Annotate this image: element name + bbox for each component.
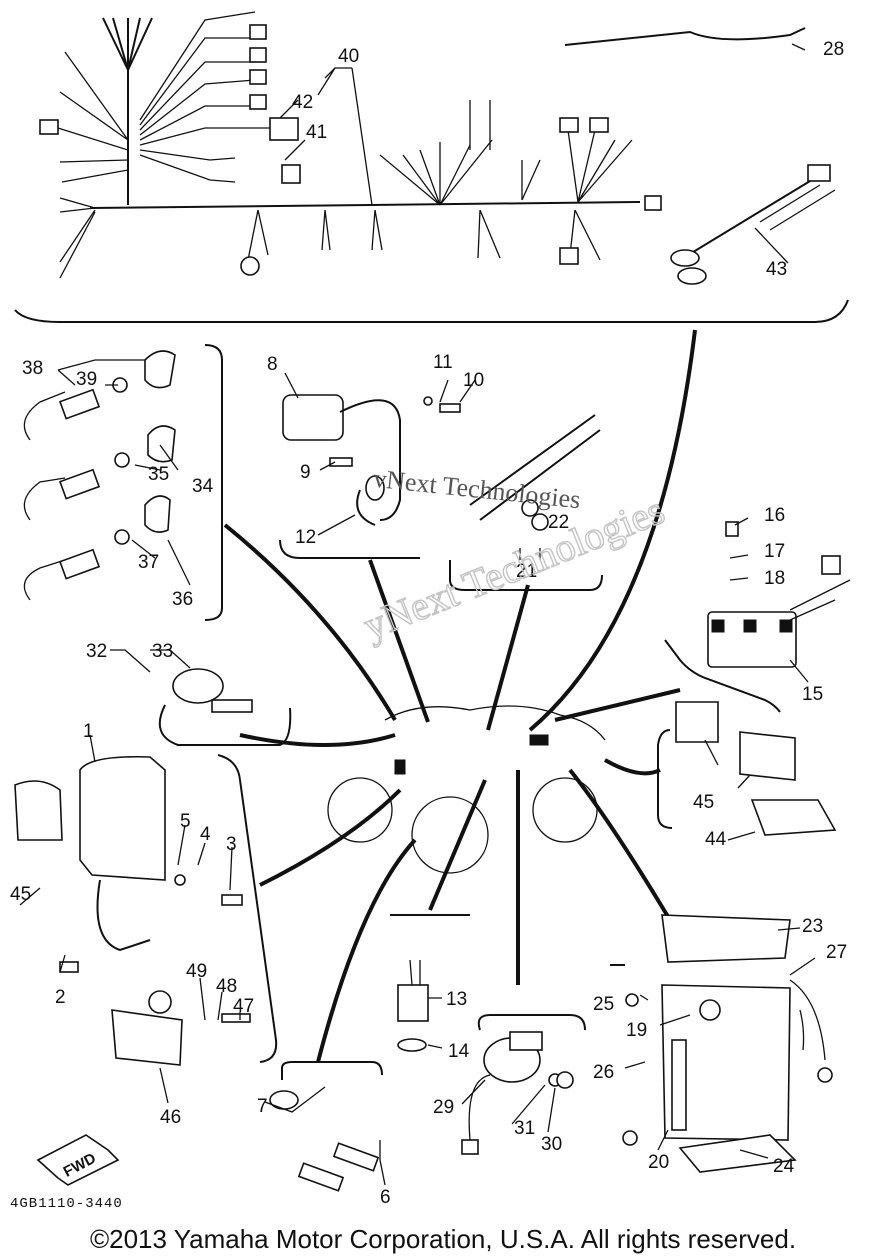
- callout-26: 26: [593, 1062, 614, 1083]
- rectifier-group: [664, 521, 851, 713]
- copyright-notice: ©2013 Yamaha Motor Corporation, U.S.A. A…: [89, 1224, 797, 1254]
- callout-38: 38: [22, 358, 43, 379]
- callout-23: 23: [802, 916, 823, 937]
- harness-panel-border: [14, 299, 849, 323]
- watermark-line-2: vNext Technologies: [372, 464, 582, 515]
- callout-28: 28: [823, 39, 844, 60]
- callout-47: 47: [233, 996, 254, 1017]
- callout-20: 20: [648, 1152, 669, 1173]
- spark-plug-group: [269, 1061, 383, 1192]
- atv-outline: [327, 705, 606, 874]
- callout-2: 2: [55, 987, 66, 1008]
- callout-39: 39: [76, 369, 97, 390]
- callout-9: 9: [300, 462, 311, 483]
- ignition-coil-group: [279, 394, 461, 559]
- callout-35: 35: [148, 464, 169, 485]
- callout-31: 31: [514, 1118, 535, 1139]
- callout-49: 49: [186, 961, 207, 982]
- callout-11: 11: [433, 352, 453, 373]
- callout-37: 37: [138, 552, 159, 573]
- callout-21: 21: [516, 561, 537, 582]
- callout-7: 7: [257, 1096, 268, 1117]
- callout-16: 16: [764, 505, 785, 526]
- callout-45-right: 45: [693, 792, 714, 813]
- watermark-line-1: yNext Technologies: [357, 487, 670, 648]
- callout-43: 43: [766, 259, 787, 280]
- horn-group: [158, 668, 292, 746]
- leader-lines: [223, 329, 697, 1063]
- callout-45-left: 45: [10, 884, 31, 905]
- callout-6: 6: [380, 1187, 391, 1208]
- callout-40: 40: [338, 46, 359, 67]
- sensor-switch-group: [390, 914, 470, 1052]
- part-code: 4GB1110-3440: [10, 1196, 123, 1212]
- callout-17: 17: [764, 541, 785, 562]
- battery-group: [610, 914, 833, 1173]
- starter-relay-group: [461, 1014, 586, 1155]
- harness-main-trunk: [89, 201, 641, 209]
- coupler-group: [657, 701, 837, 836]
- wire-harness-group: [14, 11, 849, 323]
- callout-27: 27: [826, 942, 847, 963]
- callout-36: 36: [172, 589, 193, 610]
- callout-labels: 1 2 3 4 5 6 7 8 9 10 11 12 13 14 15 16 1…: [10, 39, 847, 1208]
- callout-42: 42: [292, 92, 313, 113]
- callout-3: 3: [226, 834, 237, 855]
- callout-44: 44: [705, 829, 727, 850]
- callout-1: 1: [83, 721, 94, 742]
- sensor-group: [23, 344, 223, 621]
- callout-13: 13: [446, 989, 467, 1010]
- callout-4: 4: [200, 824, 211, 845]
- callout-8: 8: [267, 354, 278, 375]
- callout-29: 29: [433, 1097, 454, 1118]
- watermark: yNext Technologies vNext Technologies: [356, 464, 671, 649]
- callout-leaders: [19, 43, 816, 1186]
- callout-34: 34: [192, 476, 214, 497]
- fwd-arrow-icon: FWD: [36, 1134, 120, 1186]
- callout-22: 22: [548, 512, 569, 533]
- callout-15: 15: [802, 684, 823, 705]
- callout-10: 10: [463, 370, 484, 391]
- callout-24: 24: [773, 1156, 795, 1177]
- callout-19: 19: [626, 1020, 647, 1041]
- callout-5: 5: [180, 811, 191, 832]
- callout-14: 14: [448, 1041, 470, 1062]
- cdi-unit-group: [14, 754, 278, 1066]
- callout-18: 18: [764, 568, 785, 589]
- callout-12: 12: [295, 527, 316, 548]
- callout-33: 33: [152, 641, 173, 662]
- callout-32: 32: [86, 641, 107, 662]
- callout-30: 30: [541, 1134, 562, 1155]
- callout-41: 41: [306, 122, 327, 143]
- callout-25: 25: [593, 994, 614, 1015]
- callout-48: 48: [216, 976, 237, 997]
- cdi-group: [449, 414, 603, 591]
- callout-46: 46: [160, 1107, 181, 1128]
